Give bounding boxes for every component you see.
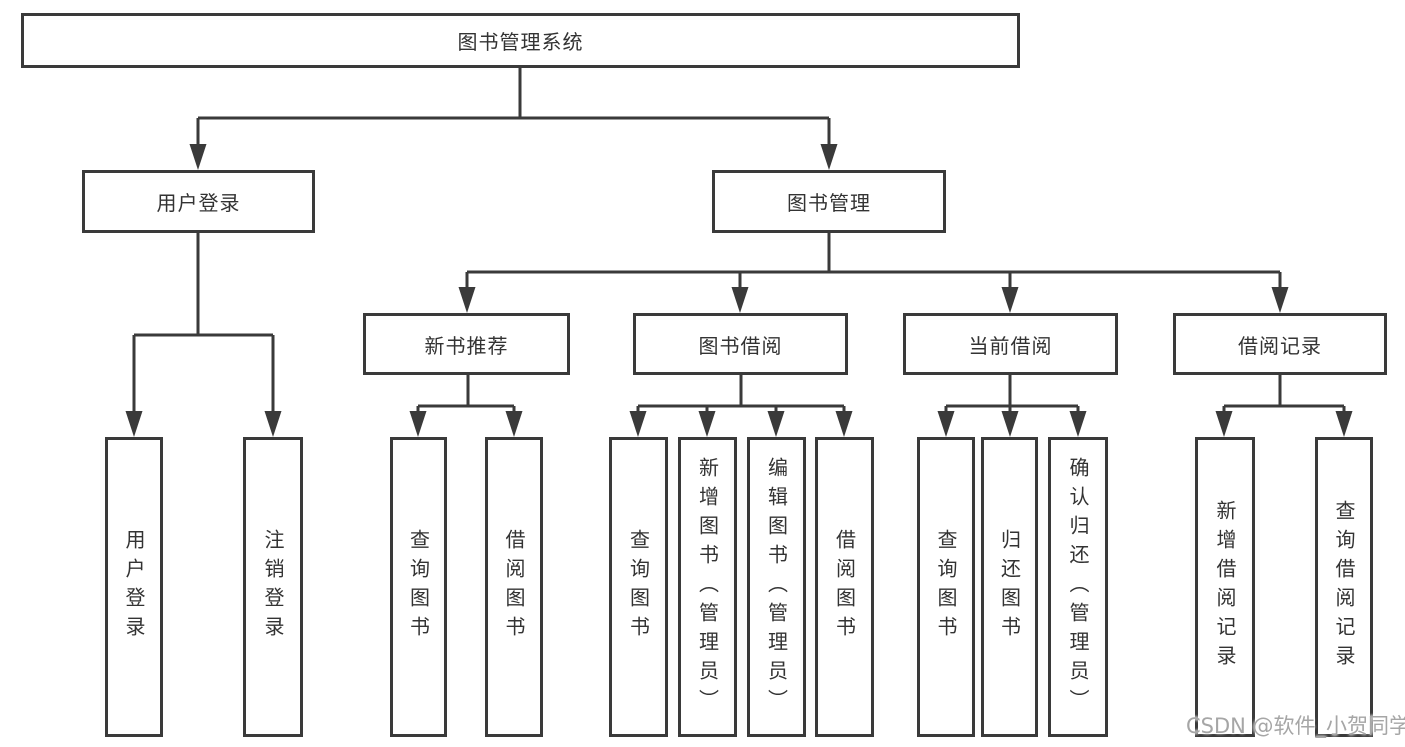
connector-currentborrow-to-leaves: [937, 375, 1087, 437]
leaf-borrow-books: 借阅图书: [815, 437, 874, 737]
node-current-borrow-label: 当前借阅: [968, 333, 1053, 358]
leaf-query-books-current: 查询图书: [917, 437, 975, 737]
leaf-add-borrow-record-label: 新增借阅记录: [1213, 500, 1237, 674]
arrowhead-down-icon: [1215, 411, 1233, 437]
arrowhead-down-icon: [505, 411, 523, 437]
arrowhead-down-icon: [1001, 287, 1019, 313]
arrowhead-down-icon: [1069, 411, 1087, 437]
node-borrow-records-label: 借阅记录: [1238, 333, 1322, 358]
leaf-borrow-books-label: 借阅图书: [832, 529, 857, 645]
arrowhead-down-icon: [698, 411, 716, 437]
arrowhead-down-icon: [629, 411, 647, 437]
leaf-confirm-return-admin-label: 确认归还（管理员）: [1066, 456, 1090, 718]
leaf-add-borrow-record: 新增借阅记录: [1195, 437, 1255, 737]
node-book-management-label: 图书管理: [787, 191, 871, 215]
connector-newbookrec-to-leaves: [409, 375, 523, 437]
leaf-edit-books-admin-label: 编辑图书（管理员）: [764, 456, 789, 718]
leaf-query-borrow-record-label: 查询借阅记录: [1332, 500, 1356, 674]
node-book-management: 图书管理: [712, 170, 946, 233]
arrowhead-down-icon: [835, 411, 853, 437]
arrowhead-down-icon: [264, 411, 282, 437]
leaf-return-books: 归还图书: [981, 437, 1038, 737]
leaf-add-books-admin-label: 新增图书（管理员）: [695, 456, 720, 718]
node-user-login: 用户登录: [82, 170, 315, 233]
csdn-watermark: CSDN @软件_小贺同学: [1186, 714, 1405, 738]
arrowhead-down-icon: [937, 411, 955, 437]
node-borrow-records: 借阅记录: [1173, 313, 1387, 375]
connector-bookborrow-to-leaves: [629, 375, 853, 437]
arrowhead-down-icon: [731, 287, 749, 313]
arrowhead-down-icon: [767, 411, 785, 437]
leaf-borrow-books-recommend-label: 借阅图书: [502, 529, 526, 645]
leaf-query-books-borrow: 查询图书: [609, 437, 668, 737]
node-root-label: 图书管理系统: [457, 30, 584, 54]
leaf-query-books-current-label: 查询图书: [934, 529, 958, 645]
node-root: 图书管理系统: [21, 13, 1020, 68]
node-current-borrow: 当前借阅: [903, 313, 1118, 375]
connector-root-to-level2: [189, 68, 838, 170]
arrowhead-down-icon: [125, 411, 143, 437]
connector-borrowrecords-to-leaves: [1215, 375, 1353, 437]
leaf-edit-books-admin: 编辑图书（管理员）: [747, 437, 806, 737]
leaf-logout-label: 注销登录: [261, 529, 285, 645]
arrowhead-down-icon: [1335, 411, 1353, 437]
leaf-user-login: 用户登录: [105, 437, 163, 737]
leaf-query-books-recommend: 查询图书: [390, 437, 447, 737]
arrowhead-down-icon: [820, 144, 838, 170]
node-book-borrow: 图书借阅: [633, 313, 848, 375]
node-new-book-recommend: 新书推荐: [363, 313, 570, 375]
arrowhead-down-icon: [458, 287, 476, 313]
leaf-user-login-label: 用户登录: [122, 529, 146, 645]
leaf-return-books-label: 归还图书: [997, 529, 1022, 645]
leaf-borrow-books-recommend: 借阅图书: [485, 437, 543, 737]
leaf-logout: 注销登录: [243, 437, 303, 737]
node-book-borrow-label: 图书借阅: [698, 333, 783, 358]
arrowhead-down-icon: [409, 411, 427, 437]
connector-bookmgmt-to-level3: [458, 233, 1289, 313]
node-user-login-label: 用户登录: [156, 191, 241, 215]
arrowhead-down-icon: [1271, 287, 1289, 313]
leaf-confirm-return-admin: 确认归还（管理员）: [1048, 437, 1108, 737]
connector-userlogin-to-leaves: [125, 233, 282, 437]
leaf-query-books-borrow-label: 查询图书: [626, 529, 651, 645]
leaf-query-books-recommend-label: 查询图书: [406, 529, 431, 645]
leaf-add-books-admin: 新增图书（管理员）: [678, 437, 737, 737]
leaf-query-borrow-record: 查询借阅记录: [1315, 437, 1373, 737]
node-new-book-recommend-label: 新书推荐: [424, 333, 509, 358]
arrowhead-down-icon: [1001, 411, 1019, 437]
arrowhead-down-icon: [189, 144, 207, 170]
